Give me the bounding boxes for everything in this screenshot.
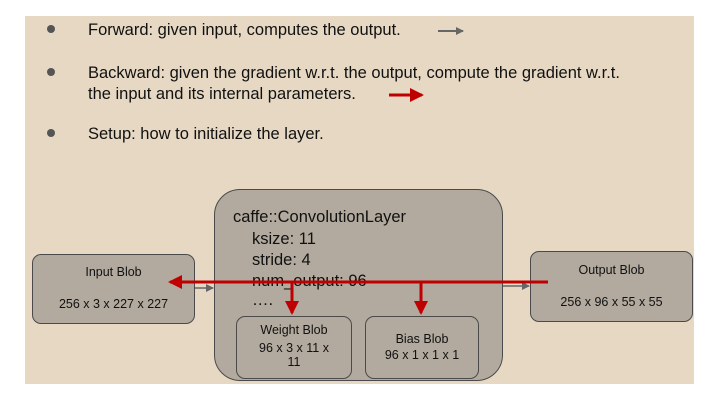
weight-blob-dims-line2: 11: [287, 355, 301, 369]
conv-stride: stride: 4: [252, 251, 311, 269]
weight-blob-label: Weight Blob: [260, 323, 328, 337]
bullet-dot: [47, 129, 55, 137]
input-blob-dims: 256 x 3 x 227 x 227: [58, 297, 169, 311]
conv-ksize: ksize: 11: [252, 230, 316, 248]
conv-layer-title: caffe::ConvolutionLayer: [233, 208, 407, 226]
conv-ellipsis: ….: [252, 291, 274, 309]
bias-blob-box: [365, 316, 479, 379]
bias-blob-label: Bias Blob: [395, 332, 449, 346]
weight-blob-dims-line1: 96 x 3 x 11 x: [259, 341, 329, 355]
bullet-dot: [47, 25, 55, 33]
output-blob-box: [530, 251, 693, 322]
input-blob-label: Input Blob: [85, 265, 142, 279]
output-blob-dims: 256 x 96 x 55 x 55: [560, 295, 663, 309]
bullet-backward-text-line2: the input and its internal parameters.: [88, 85, 356, 103]
bullet-forward-text: Forward: given input, computes the outpu…: [88, 21, 401, 39]
output-blob-label: Output Blob: [578, 263, 645, 277]
bullet-setup-text: Setup: how to initialize the layer.: [88, 125, 324, 143]
bias-blob-dims: 96 x 1 x 1 x 1: [384, 348, 460, 362]
weight-blob-box: [236, 316, 352, 379]
input-blob-box: [32, 254, 195, 324]
bullet-dot: [47, 68, 55, 76]
bullet-backward-text-line1: Backward: given the gradient w.r.t. the …: [88, 64, 620, 82]
